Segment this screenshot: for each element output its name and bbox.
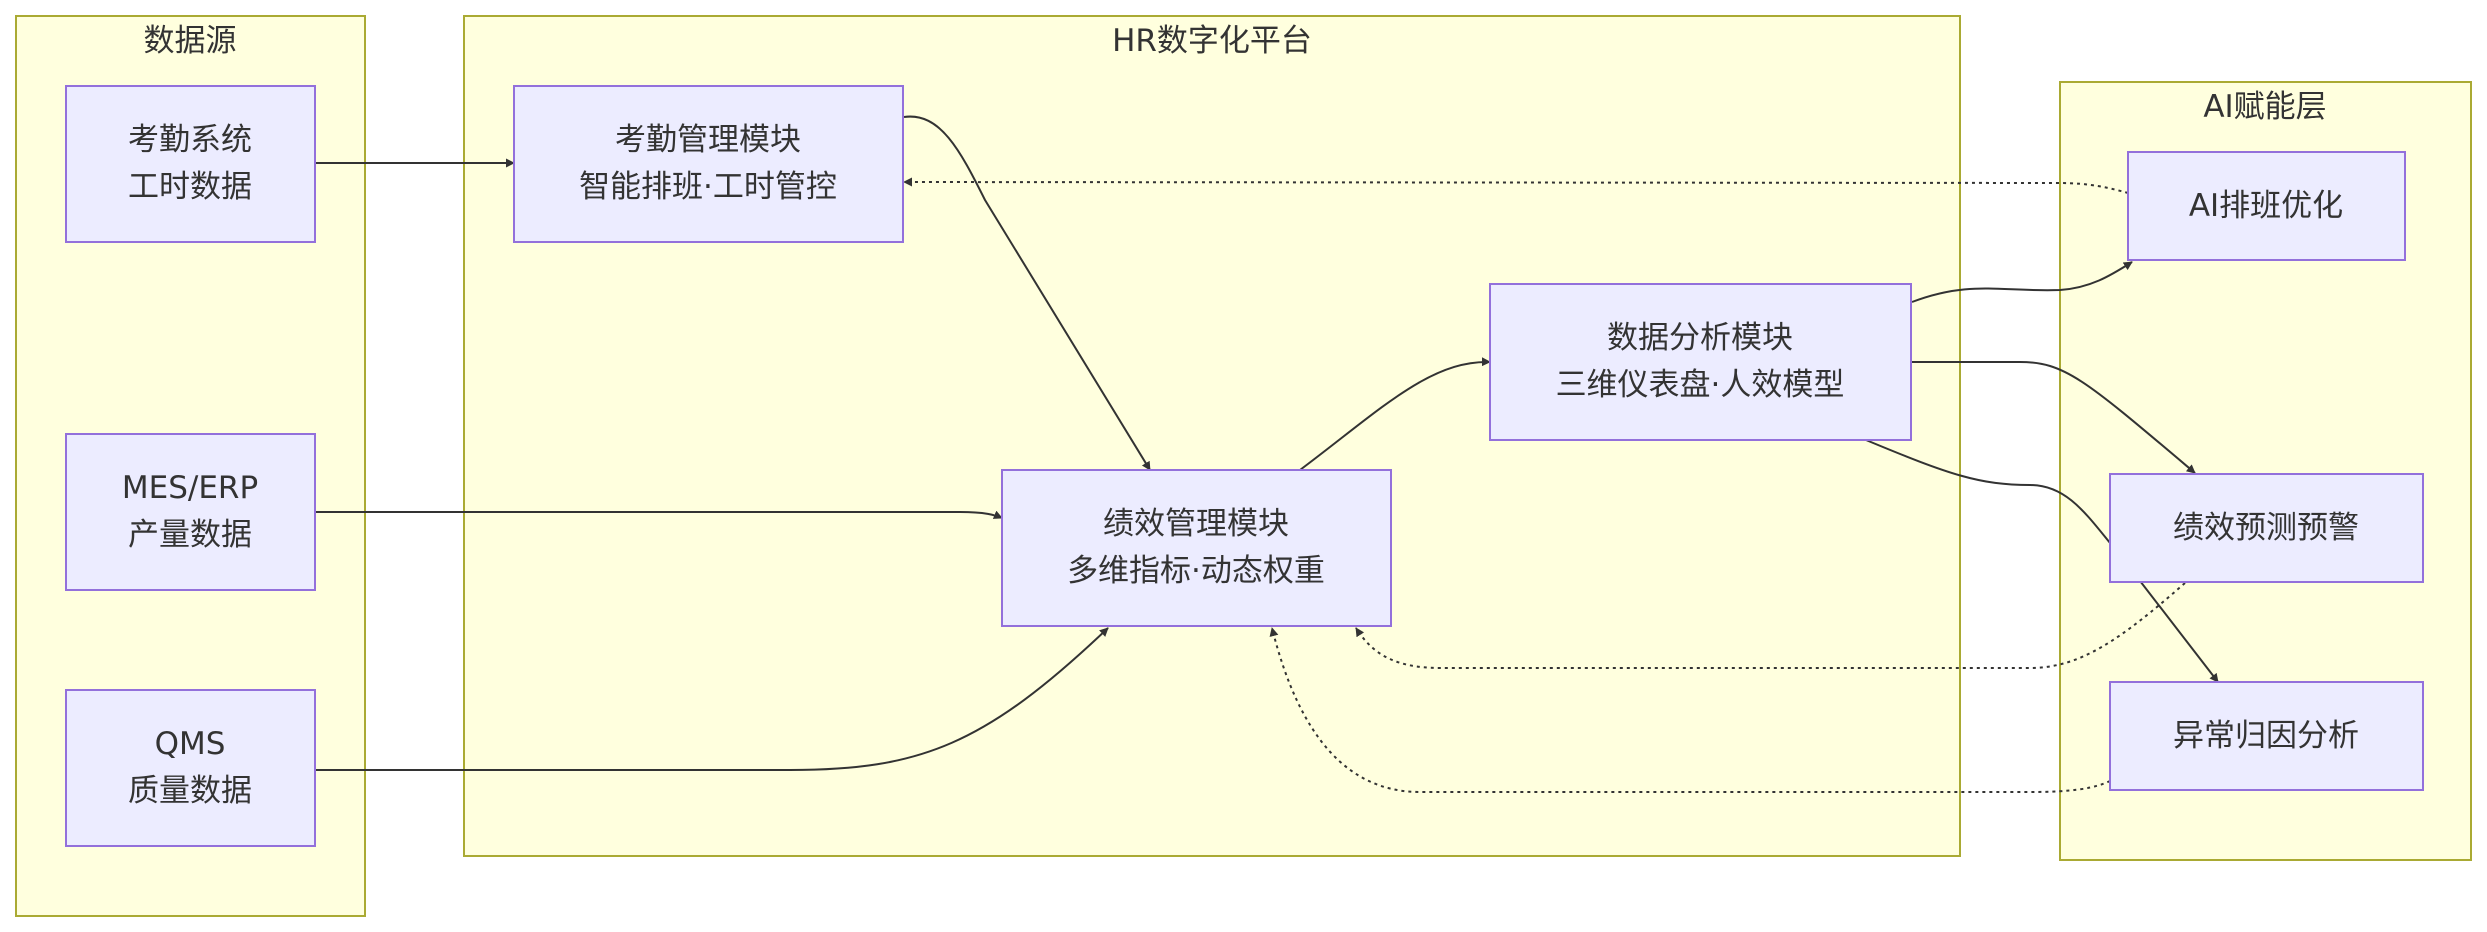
node-performance-alert-line1: 绩效预测预警 (2173, 510, 2359, 546)
node-attendance-module[interactable]: 考勤管理模块 智能排班·工时管控 (513, 85, 904, 243)
node-performance-module-line1: 绩效管理模块 (1103, 506, 1289, 542)
node-mes-erp-box[interactable] (65, 433, 316, 591)
node-performance-alert[interactable]: 绩效预测预警 (2109, 473, 2424, 583)
node-analytics-module-box[interactable] (1489, 283, 1912, 441)
node-qms[interactable]: QMS 质量数据 (65, 689, 316, 847)
node-anomaly-analysis[interactable]: 异常归因分析 (2109, 681, 2424, 791)
edge-anomaly-analysis-to-performance-module (1269, 627, 2111, 793)
node-mes-erp-line1: MES/ERP (122, 470, 258, 506)
node-qms-line1: QMS (155, 726, 226, 762)
node-attendance-module-box[interactable] (513, 85, 904, 243)
edges (316, 115, 2219, 793)
edge-qms-to-performance (316, 627, 1109, 771)
node-attendance-system-box[interactable] (65, 85, 316, 243)
node-ai-scheduling-line1: AI排班优化 (2189, 188, 2343, 224)
node-anomaly-analysis-line1: 异常归因分析 (2173, 718, 2359, 754)
cluster-ai-layer-label: AI赋能层 (2203, 89, 2326, 125)
edge-analytics-to-ai-scheduling (1911, 261, 2133, 303)
node-performance-alert-box[interactable] (2109, 473, 2424, 583)
node-performance-module-line2: 多维指标·动态权重 (1067, 553, 1325, 589)
node-analytics-module-line2: 三维仪表盘·人效模型 (1556, 367, 1845, 403)
node-performance-module[interactable]: 绩效管理模块 多维指标·动态权重 (1001, 469, 1392, 627)
node-performance-module-box[interactable] (1001, 469, 1392, 627)
edge-analytics-to-performance-alert (1912, 361, 2196, 474)
node-attendance-module-line2: 智能排班·工时管控 (579, 169, 837, 205)
edge-mes-erp-to-performance (316, 510, 1003, 519)
node-qms-box[interactable] (65, 689, 316, 847)
node-mes-erp-line2: 产量数据 (128, 517, 252, 553)
edge-analytics-to-anomaly-analysis (1865, 439, 2219, 683)
node-qms-line2: 质量数据 (128, 773, 252, 809)
cluster-data-sources-label: 数据源 (144, 23, 237, 59)
edge-performance-alert-to-performance-module (1355, 582, 2186, 669)
node-attendance-system-line1: 考勤系统 (128, 122, 252, 158)
edge-attendance-module-to-performance (903, 115, 1151, 471)
node-ai-scheduling-box[interactable] (2127, 151, 2406, 261)
node-attendance-system-line2: 工时数据 (128, 169, 252, 205)
node-attendance-system[interactable]: 考勤系统 工时数据 (65, 85, 316, 243)
node-mes-erp[interactable]: MES/ERP 产量数据 (65, 433, 316, 591)
node-attendance-module-line1: 考勤管理模块 (615, 122, 801, 158)
node-analytics-module-line1: 数据分析模块 (1607, 320, 1793, 356)
edge-performance-to-analytics (1299, 357, 1491, 471)
node-analytics-module[interactable]: 数据分析模块 三维仪表盘·人效模型 (1489, 283, 1912, 441)
cluster-hr-platform-label: HR数字化平台 (1112, 23, 1312, 59)
node-ai-scheduling[interactable]: AI排班优化 (2127, 151, 2406, 261)
node-anomaly-analysis-box[interactable] (2109, 681, 2424, 791)
